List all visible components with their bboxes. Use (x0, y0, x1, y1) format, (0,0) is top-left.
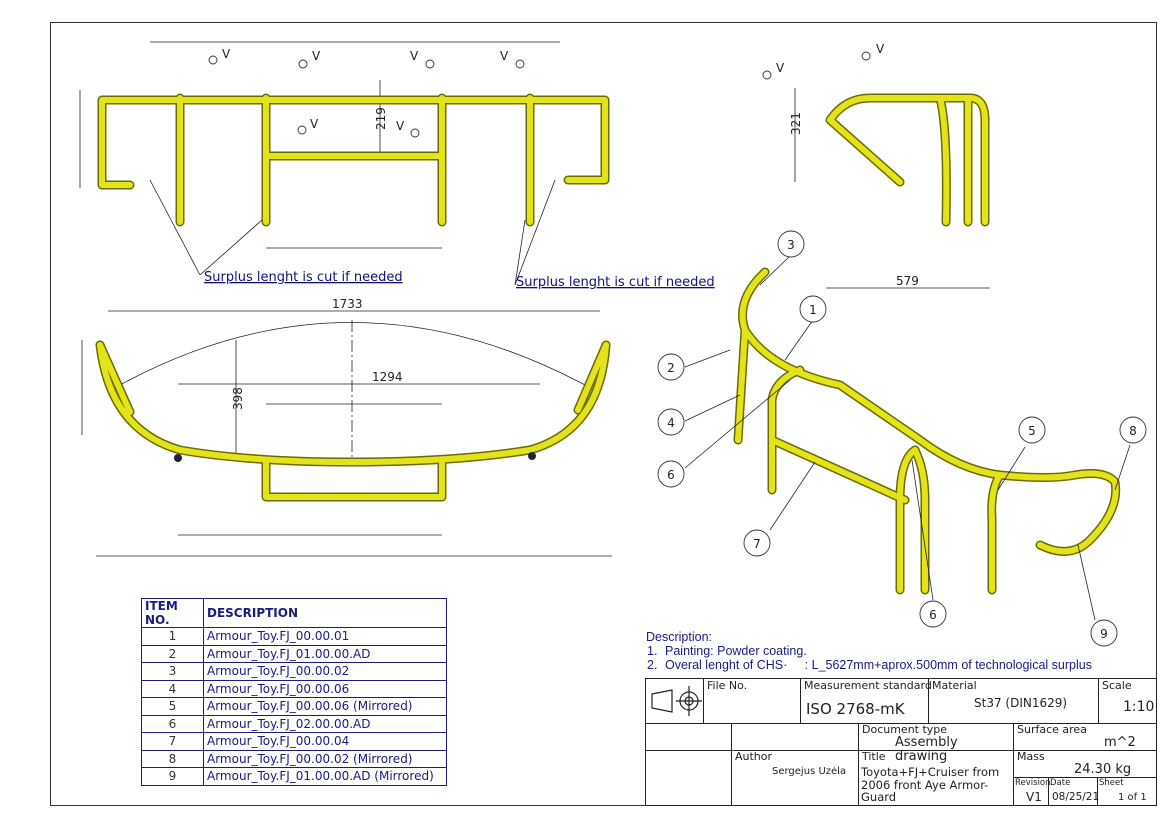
dim-579: 579 (896, 274, 919, 288)
dim-398: 398 (231, 387, 245, 410)
projection-cell (646, 679, 704, 724)
drawing-frame (50, 22, 1157, 806)
bom-header-item: ITEM NO. (141, 598, 204, 628)
note-number: 1. (647, 644, 658, 658)
callout-9: 9 (1100, 627, 1108, 641)
blank-cell (646, 724, 732, 751)
blank-cell (732, 724, 859, 751)
projection-symbol-icon (651, 686, 702, 716)
surplus-note-left: Surplus lenght is cut if needed (204, 270, 403, 285)
description-title: Description: (646, 630, 712, 644)
dim-1294: 1294 (372, 370, 403, 384)
callout-4: 4 (667, 416, 675, 430)
dim-321: 321 (789, 112, 803, 135)
side-view: 321 579 V V (776, 42, 990, 289)
bom-header-description: DESCRIPTION (203, 598, 447, 628)
weld-symbol: V (410, 49, 419, 63)
callout-6: 6 (667, 468, 675, 482)
weld-symbol: V (310, 117, 319, 131)
surplus-note-right: Surplus lenght is cut if needed (516, 275, 715, 290)
weld-symbol: V (776, 61, 785, 75)
dim-219: 219 (374, 107, 388, 130)
weld-symbol: V (222, 47, 231, 61)
front-view: 1733 1294 398 (81, 297, 612, 557)
callout-5: 5 (1028, 424, 1036, 438)
blank-cell (646, 751, 732, 806)
weld-symbol: V (876, 42, 885, 56)
callout-2: 2 (667, 361, 675, 375)
callout-1: 1 (809, 303, 817, 317)
note-text: Painting: Powder coating. (665, 644, 807, 658)
file-no-cell: File No. (704, 679, 801, 724)
callout-7: 7 (753, 537, 761, 551)
weld-symbol: V (396, 119, 405, 133)
description-notes: Description: 1. Painting: Powder coating.… (646, 630, 1092, 672)
callout-6b: 6 (929, 608, 937, 622)
isometric-view: 1 2 3 4 5 6 6 7 8 9 (657, 230, 1147, 647)
note-number: 2. (647, 658, 658, 672)
note-text: Overal lenght of CHS· : L_5627mm+aprox.5… (665, 658, 1092, 672)
dim-1733: 1733 (332, 297, 363, 311)
top-view: 219 Surplus lenght is cut if needed Surp… (79, 41, 871, 290)
callout-3: 3 (787, 238, 795, 252)
weld-symbol: V (500, 49, 509, 63)
callout-8: 8 (1129, 424, 1137, 438)
weld-symbol: V (312, 49, 321, 63)
weld-symbols (208, 51, 871, 138)
